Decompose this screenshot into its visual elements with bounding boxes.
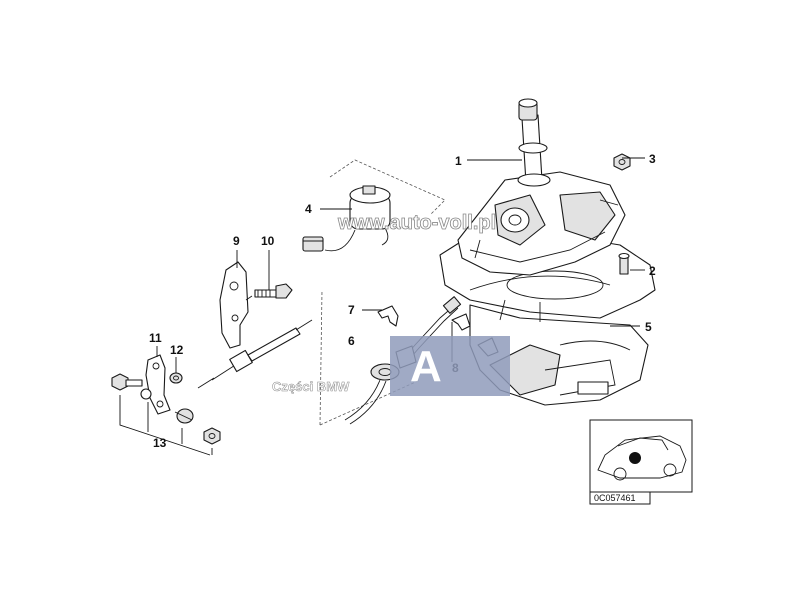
watermark-logo-letter: A: [410, 342, 442, 391]
part-shift-cable: [197, 319, 313, 389]
callout-6: 6: [348, 334, 355, 348]
watermark-url: www.auto-voll.pl: [337, 212, 496, 234]
callout-3: 3: [649, 152, 656, 166]
callout-7: 7: [348, 303, 355, 317]
part-solenoid: [302, 185, 391, 252]
callout-9: 9: [233, 234, 240, 248]
watermark-logo-box: [390, 336, 510, 396]
reference-code: 0C057461: [594, 493, 636, 503]
part-bushing: [169, 372, 183, 384]
callout-11: 11: [149, 331, 162, 345]
part-bracket-lever: [219, 261, 253, 349]
callout-10: 10: [261, 234, 275, 248]
callout-4: 4: [305, 202, 312, 216]
car-locator: 0C057461: [589, 419, 693, 505]
watermark-subtitle: Części BMW: [272, 379, 350, 394]
callout-2: 2: [649, 264, 656, 278]
callout-1: 1: [455, 154, 462, 168]
callout-5: 5: [645, 320, 652, 334]
part-selector-lever: [457, 98, 626, 276]
car-locator-icon: [597, 435, 687, 481]
part-clip: [377, 305, 399, 327]
part-bolt-10: [254, 283, 293, 299]
callout-13: 13: [153, 436, 167, 450]
part-small-lever: [145, 354, 171, 415]
callout-12: 12: [170, 343, 184, 357]
watermark: A www.auto-voll.pl Części BMW: [272, 212, 510, 396]
part-fastener-set: [111, 373, 221, 456]
part-nut: [613, 153, 631, 171]
callout-labels: 1 2 3 4 5 6 7 8 9 10 11 12 13: [149, 152, 656, 450]
